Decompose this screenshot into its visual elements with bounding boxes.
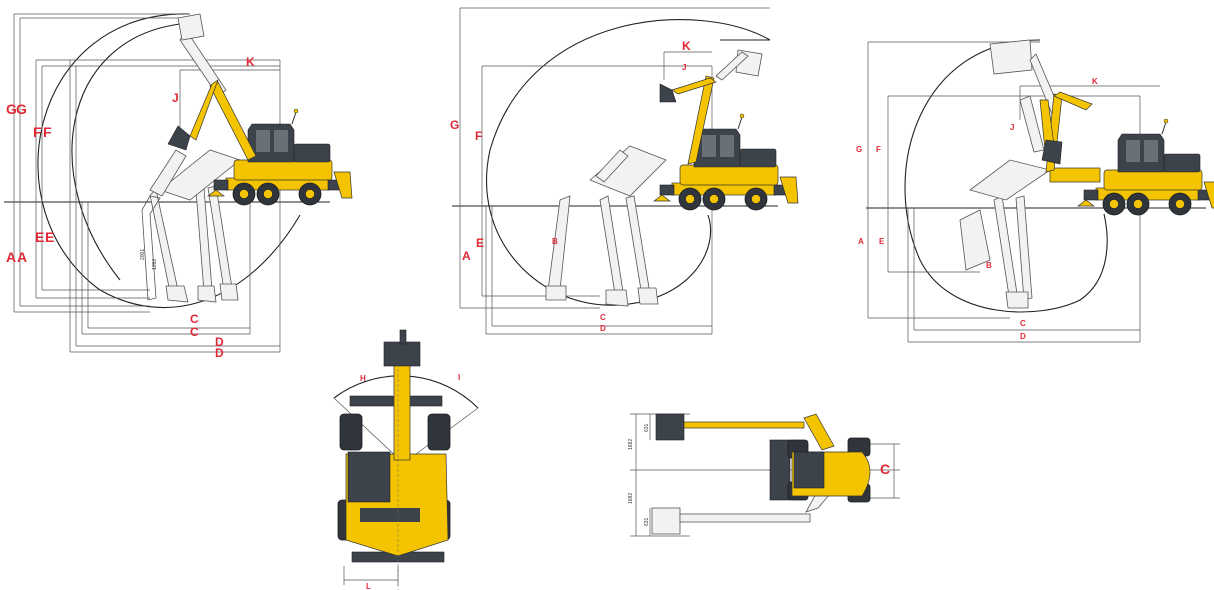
label-f: F	[33, 124, 42, 140]
label-d-2: D	[215, 346, 224, 360]
arm-upper	[683, 421, 805, 429]
reach-envelope	[485, 19, 771, 306]
side-view-2: G F E A B C D J K	[450, 7, 799, 335]
label-a: A	[462, 249, 471, 263]
label-g: G	[450, 118, 459, 132]
label-f: F	[876, 145, 881, 154]
boom-raised-1	[167, 79, 257, 161]
label-e: E	[879, 237, 885, 246]
reach-envelope	[904, 39, 1108, 313]
dimension-lines	[13, 13, 281, 353]
top-view-offset: 1682 1682 631 631 C	[628, 413, 900, 537]
label-e: E	[476, 236, 484, 250]
side-view-1: 2001 1392 G G F F E E A A C C D D J K	[4, 13, 353, 360]
label-b: B	[986, 261, 992, 270]
excavator-side-2	[653, 113, 799, 211]
label-k: K	[1092, 77, 1098, 86]
label-g: G	[856, 145, 862, 154]
label-c-2: C	[190, 325, 199, 339]
dim-631-a: 631	[644, 423, 650, 432]
label-d: D	[600, 324, 606, 333]
label-d: D	[1020, 332, 1026, 341]
label-b: B	[552, 237, 558, 246]
dim-1392: 1392	[152, 259, 158, 270]
label-a-2: A	[17, 249, 27, 265]
dim-2001: 2001	[140, 249, 146, 260]
top-view-swing: H I L	[333, 329, 479, 590]
bucket-lower	[651, 507, 681, 535]
label-c: C	[190, 312, 199, 326]
excavator-side-3	[1077, 118, 1214, 216]
bucket-top	[383, 341, 421, 367]
ghost-arms	[959, 39, 1061, 309]
label-i: I	[458, 373, 460, 382]
label-k: K	[682, 39, 691, 53]
tire-front-right	[427, 413, 451, 451]
bucket-upper	[655, 413, 685, 441]
tire-front-left	[339, 413, 363, 451]
dim-1682-a: 1682	[628, 439, 634, 450]
label-k: K	[246, 55, 255, 69]
label-c: C	[880, 461, 890, 477]
dim-1682-b: 1682	[628, 493, 634, 504]
label-j: J	[682, 63, 686, 72]
dimension-lines	[867, 41, 1160, 343]
label-e: E	[35, 229, 44, 245]
ghost-arms	[545, 145, 667, 307]
blade	[769, 439, 791, 501]
cab-top	[793, 451, 825, 489]
boom-top	[393, 349, 411, 461]
label-g-2: G	[16, 101, 27, 117]
label-g: G	[6, 101, 17, 117]
boom-raised-2	[659, 49, 763, 165]
label-f-2: F	[43, 124, 52, 140]
dim-631-b: 631	[644, 517, 650, 526]
arm-lower	[679, 513, 811, 523]
label-a: A	[6, 249, 16, 265]
label-j: J	[1010, 123, 1014, 132]
reach-envelope-inner	[71, 23, 181, 281]
cab-top	[347, 451, 391, 503]
label-c: C	[600, 313, 606, 322]
dimension-lines	[459, 7, 770, 335]
offset-boom-3	[1039, 91, 1101, 183]
label-d: D	[215, 335, 224, 349]
label-h: H	[360, 374, 366, 383]
label-j: J	[172, 91, 179, 105]
ghost-arms	[141, 13, 241, 303]
label-l: L	[366, 582, 371, 590]
label-a: A	[858, 237, 864, 246]
side-view-3: G F E A B C D J K	[856, 39, 1214, 343]
label-c: C	[1020, 319, 1026, 328]
label-e-2: E	[45, 229, 54, 245]
label-f: F	[475, 129, 482, 143]
